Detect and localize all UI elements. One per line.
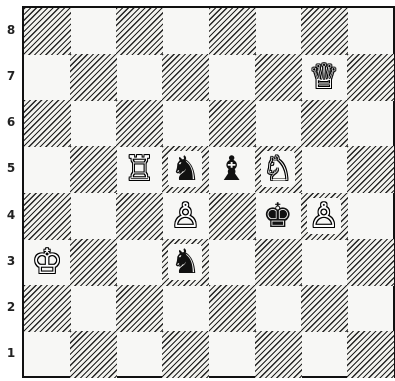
- square-d3: [162, 239, 209, 286]
- square-e2: [209, 285, 256, 332]
- square-a7: [24, 54, 71, 101]
- square-f6: [255, 100, 302, 147]
- square-e8: [209, 8, 256, 55]
- square-h5: [347, 146, 394, 193]
- rank-label-8: 8: [2, 23, 20, 37]
- square-g3: [301, 239, 348, 286]
- square-c4: [116, 193, 163, 240]
- square-g6: [301, 100, 348, 147]
- square-e1: [209, 331, 256, 378]
- square-d4: [162, 193, 209, 240]
- square-a6: [24, 100, 71, 147]
- square-g8: [301, 8, 348, 55]
- square-d6: [162, 100, 209, 147]
- square-c8: [116, 8, 163, 55]
- square-h8: [347, 8, 394, 55]
- square-f1: [255, 331, 302, 378]
- square-g2: [301, 285, 348, 332]
- rank-label-1: 1: [2, 346, 20, 360]
- square-d1: [162, 331, 209, 378]
- square-a5: [24, 146, 71, 193]
- square-c7: [116, 54, 163, 101]
- rank-label-3: 3: [2, 254, 20, 268]
- square-h7: [347, 54, 394, 101]
- square-d5: [162, 146, 209, 193]
- square-f5: [255, 146, 302, 193]
- square-b5: [70, 146, 117, 193]
- square-h3: [347, 239, 394, 286]
- square-c2: [116, 285, 163, 332]
- rank-label-5: 5: [2, 161, 20, 175]
- square-d8: [162, 8, 209, 55]
- square-b1: [70, 331, 117, 378]
- square-c5: [116, 146, 163, 193]
- square-e6: [209, 100, 256, 147]
- square-h6: [347, 100, 394, 147]
- square-a4: [24, 193, 71, 240]
- square-f3: [255, 239, 302, 286]
- square-f8: [255, 8, 302, 55]
- square-h2: [347, 285, 394, 332]
- square-b3: [70, 239, 117, 286]
- square-c1: [116, 331, 163, 378]
- square-f4: [255, 193, 302, 240]
- square-e4: [209, 193, 256, 240]
- square-g5: [301, 146, 348, 193]
- rank-label-7: 7: [2, 69, 20, 83]
- square-b7: [70, 54, 117, 101]
- square-c3: [116, 239, 163, 286]
- rank-label-2: 2: [2, 300, 20, 314]
- square-a1: [24, 331, 71, 378]
- rank-labels: 8 7 6 5 4 3 2 1: [0, 6, 22, 380]
- square-g7: [301, 54, 348, 101]
- square-g1: [301, 331, 348, 378]
- square-b2: [70, 285, 117, 332]
- square-g4: [301, 193, 348, 240]
- square-a2: [24, 285, 71, 332]
- square-b6: [70, 100, 117, 147]
- square-e7: [209, 54, 256, 101]
- square-h4: [347, 193, 394, 240]
- rank-label-6: 6: [2, 115, 20, 129]
- square-a8: [24, 8, 71, 55]
- square-f7: [255, 54, 302, 101]
- square-b8: [70, 8, 117, 55]
- square-f2: [255, 285, 302, 332]
- square-e3: [209, 239, 256, 286]
- square-e5: [209, 146, 256, 193]
- square-c6: [116, 100, 163, 147]
- square-b4: [70, 193, 117, 240]
- rank-label-4: 4: [2, 208, 20, 222]
- square-h1: [347, 331, 394, 378]
- square-d2: [162, 285, 209, 332]
- chess-board: ♕♖♞♝♘♙♚♙♔♞: [22, 6, 395, 378]
- square-a3: [24, 239, 71, 286]
- square-d7: [162, 54, 209, 101]
